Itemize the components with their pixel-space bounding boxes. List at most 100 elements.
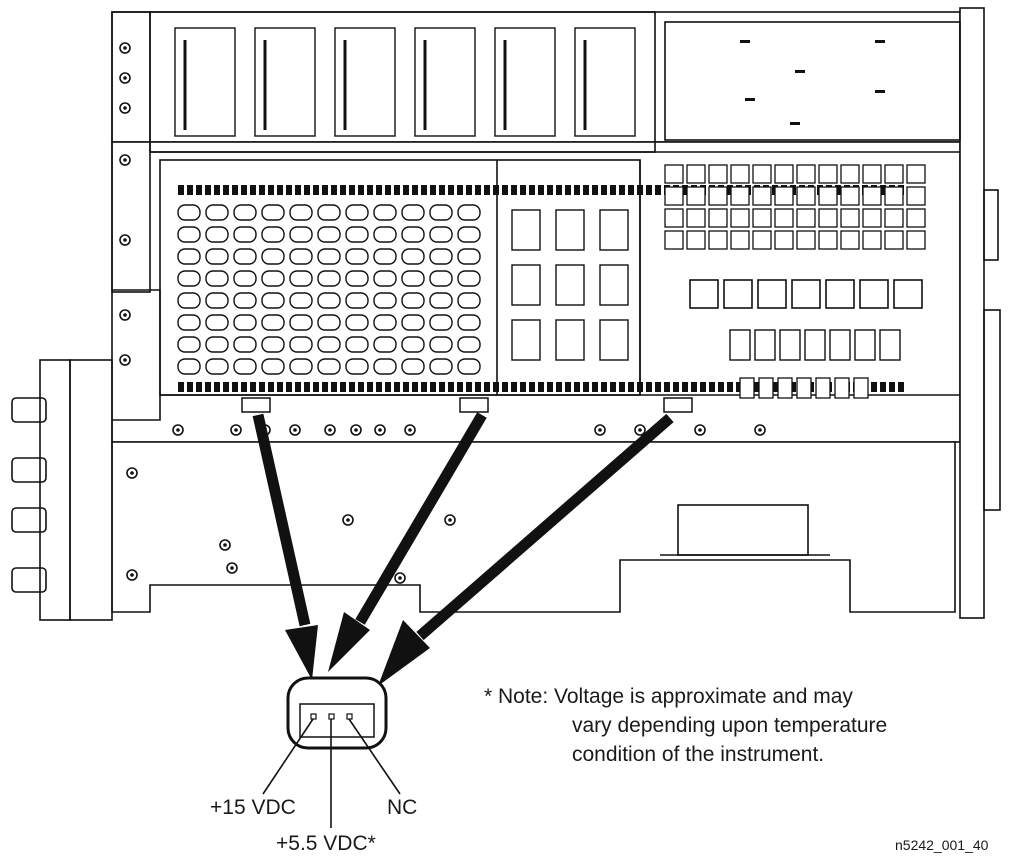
board-block: [664, 230, 684, 250]
mounting-hole-center: [293, 428, 297, 432]
board-cell: [233, 226, 257, 243]
vent-slot: [331, 185, 337, 195]
board-slot: [599, 264, 629, 306]
board-slot: [555, 209, 585, 251]
connector-pinout: +15 VDC +5.5 VDC* NC: [210, 676, 417, 855]
vent-slot: [547, 382, 553, 392]
board-block: [708, 230, 728, 250]
board-cell: [373, 336, 397, 353]
board-slot: [555, 319, 585, 361]
vent-slot: [205, 382, 211, 392]
board-cell: [345, 336, 369, 353]
vent-slot: [250, 382, 256, 392]
vent-slot: [421, 382, 427, 392]
mounting-hole-center: [123, 358, 127, 362]
vent-slot: [736, 382, 742, 392]
vent-slot: [691, 382, 697, 392]
board-block: [862, 230, 882, 250]
vent-slot: [628, 185, 634, 195]
component-block: [859, 279, 889, 309]
board-block: [730, 208, 750, 228]
vent-slot: [529, 185, 535, 195]
vent-slot: [340, 382, 346, 392]
vent-slot: [511, 382, 517, 392]
board-block: [862, 208, 882, 228]
vent-slot: [205, 185, 211, 195]
board-cell: [401, 314, 425, 331]
board-cell: [261, 270, 285, 287]
component-block: [754, 329, 776, 361]
component-block: [796, 377, 812, 399]
vent-slot: [367, 382, 373, 392]
vent-slot: [394, 185, 400, 195]
mounting-hole-center: [223, 543, 227, 547]
vent-slot: [349, 185, 355, 195]
vent-slot: [682, 185, 688, 195]
board-block: [708, 164, 728, 184]
board-cell: [457, 314, 481, 331]
vent-slot: [358, 382, 364, 392]
board-cell: [233, 336, 257, 353]
board-cell: [429, 292, 453, 309]
vent-slot: [232, 185, 238, 195]
mounting-hole-center: [638, 428, 642, 432]
board-cell: [345, 292, 369, 309]
board-block: [840, 186, 860, 206]
vent-slot: [700, 382, 706, 392]
component-block: [758, 377, 774, 399]
mounting-hole-center: [123, 106, 127, 110]
vent-slot: [349, 382, 355, 392]
component-block: [879, 329, 901, 361]
pin-1: [310, 713, 317, 720]
vent-slot: [646, 382, 652, 392]
vent-slot: [241, 382, 247, 392]
board-block: [774, 186, 794, 206]
arrow-3: [378, 413, 674, 686]
vent-slot: [466, 382, 472, 392]
board-cell: [289, 204, 313, 221]
mounting-hole-center: [398, 576, 402, 580]
mounting-hole-center: [378, 428, 382, 432]
board-block: [686, 164, 706, 184]
board-block: [686, 208, 706, 228]
vent-slot: [529, 382, 535, 392]
vent-slot: [394, 382, 400, 392]
board-cell: [401, 336, 425, 353]
board-cell: [401, 204, 425, 221]
mounting-hole-center: [130, 471, 134, 475]
vent-slot: [484, 185, 490, 195]
board-block: [664, 164, 684, 184]
mounting-hole-center: [328, 428, 332, 432]
board-slot: [511, 264, 541, 306]
mounting-hole-center: [123, 76, 127, 80]
vent-slot: [286, 382, 292, 392]
vent-slot: [619, 382, 625, 392]
board-cell: [289, 358, 313, 375]
board-cell: [317, 358, 341, 375]
vent-slot: [295, 382, 301, 392]
vent-slot: [322, 382, 328, 392]
board-cell: [261, 336, 285, 353]
board-block: [752, 230, 772, 250]
vent-slot: [592, 185, 598, 195]
mounting-hole-center: [698, 428, 702, 432]
vent-slot: [340, 185, 346, 195]
pin-3: [346, 713, 353, 720]
board-block: [906, 164, 926, 184]
vent-slot: [448, 382, 454, 392]
board-cell: [205, 336, 229, 353]
board-cell: [401, 248, 425, 265]
board-block: [774, 164, 794, 184]
vent-slot: [583, 185, 589, 195]
board-block: [884, 164, 904, 184]
leader-line-pin-3: [348, 718, 401, 795]
board-block: [906, 208, 926, 228]
board-cell: [457, 248, 481, 265]
board-cell: [429, 226, 453, 243]
vent-slot: [898, 382, 904, 392]
vent-slot: [583, 382, 589, 392]
panel-mark: [875, 90, 885, 93]
vent-slot: [178, 185, 184, 195]
board-cell: [177, 248, 201, 265]
board-cell: [429, 248, 453, 265]
